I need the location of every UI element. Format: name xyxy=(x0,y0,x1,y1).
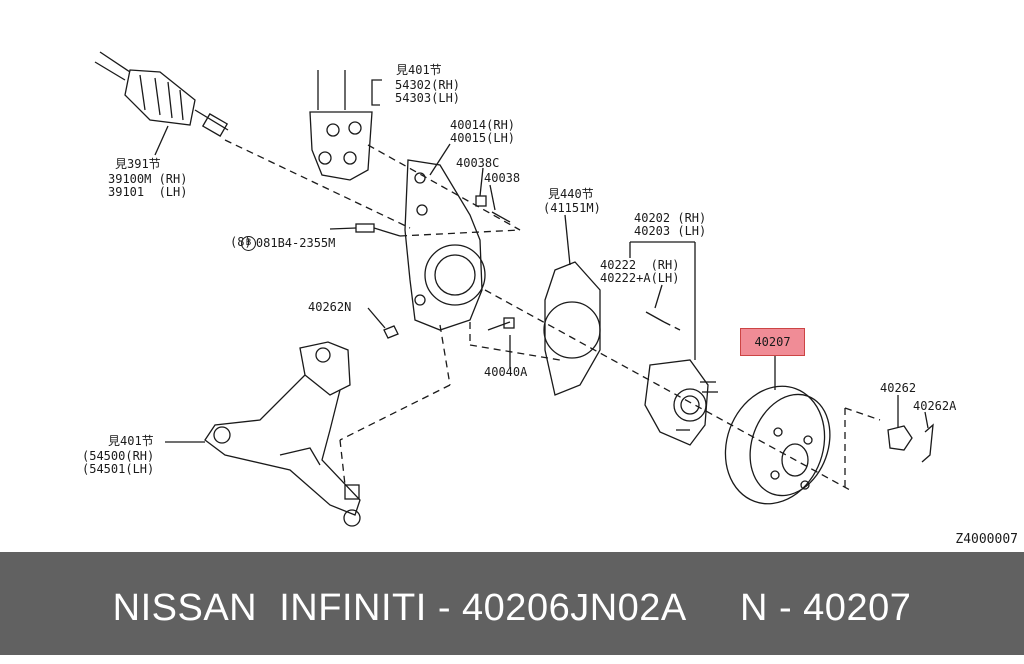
callout-40262n: 40262N xyxy=(308,300,352,314)
callout-ref-391: 見391节 xyxy=(115,157,161,171)
bolt-code-text: 081B4-2355M xyxy=(255,236,336,250)
solid-leaders xyxy=(154,79,929,443)
callout-40038: 40038 xyxy=(484,171,521,185)
circle-b-icon: B xyxy=(240,236,256,251)
brake-rotor xyxy=(724,385,831,505)
callout-strut-rh: 54302(RH) xyxy=(395,78,461,92)
wheel-hub xyxy=(644,359,718,446)
drive-shaft xyxy=(94,51,229,137)
callout-40038c: 40038C xyxy=(456,156,500,170)
callout-arm-lh: (54501(LH) xyxy=(82,462,155,476)
strut xyxy=(309,70,373,181)
callout-knuckle-lh: 40015(LH) xyxy=(450,131,516,145)
callout-plate: (41151M) xyxy=(543,201,601,215)
parts-diagram: 見401节 54302(RH) 54303(LH) 40014(RH) 4001… xyxy=(82,51,1018,547)
callout-hub-lh: 40203 (LH) xyxy=(634,224,707,238)
callout-ref-440: 見440节 xyxy=(548,187,594,201)
callout-ref-401-top: 見401节 xyxy=(396,63,442,77)
footer-part-text: NISSAN INFINITI - 40206JN02A N - 40207 xyxy=(112,587,912,629)
callout-40262a: 40262A xyxy=(913,399,957,413)
callout-stud-lh: 40222+A(LH) xyxy=(600,271,680,285)
lower-arm xyxy=(204,341,361,527)
callout-arm-rh: (54500(RH) xyxy=(82,449,155,463)
callout-strut-lh: 54303(LH) xyxy=(395,91,461,105)
callout-bolt-qty: (8) xyxy=(230,235,252,249)
callout-ref-401-bottom: 見401节 xyxy=(108,434,154,448)
callout-40040a: 40040A xyxy=(484,365,528,379)
callout-stud-rh: 40222 (RH) xyxy=(600,258,680,272)
diagram-drawing xyxy=(94,51,934,527)
back-plate xyxy=(543,261,601,396)
hub-nut xyxy=(887,423,934,463)
callout-rotor-highlight[interactable]: 40207 xyxy=(740,328,805,356)
callout-hub-rh: 40202 (RH) xyxy=(634,211,707,225)
dashed-leaders xyxy=(224,139,881,492)
callout-40262: 40262 xyxy=(880,381,917,395)
callout-shaft-rh: 39100M (RH) xyxy=(108,172,188,186)
diagram-code: Z4000007 xyxy=(955,532,1018,547)
callout-shaft-lh: 39101 (LH) xyxy=(108,185,188,199)
steering-knuckle xyxy=(404,159,486,331)
callout-knuckle-rh: 40014(RH) xyxy=(450,118,516,132)
footer-bar: NISSAN INFINITI - 40206JN02A N - 40207 xyxy=(0,552,1024,655)
